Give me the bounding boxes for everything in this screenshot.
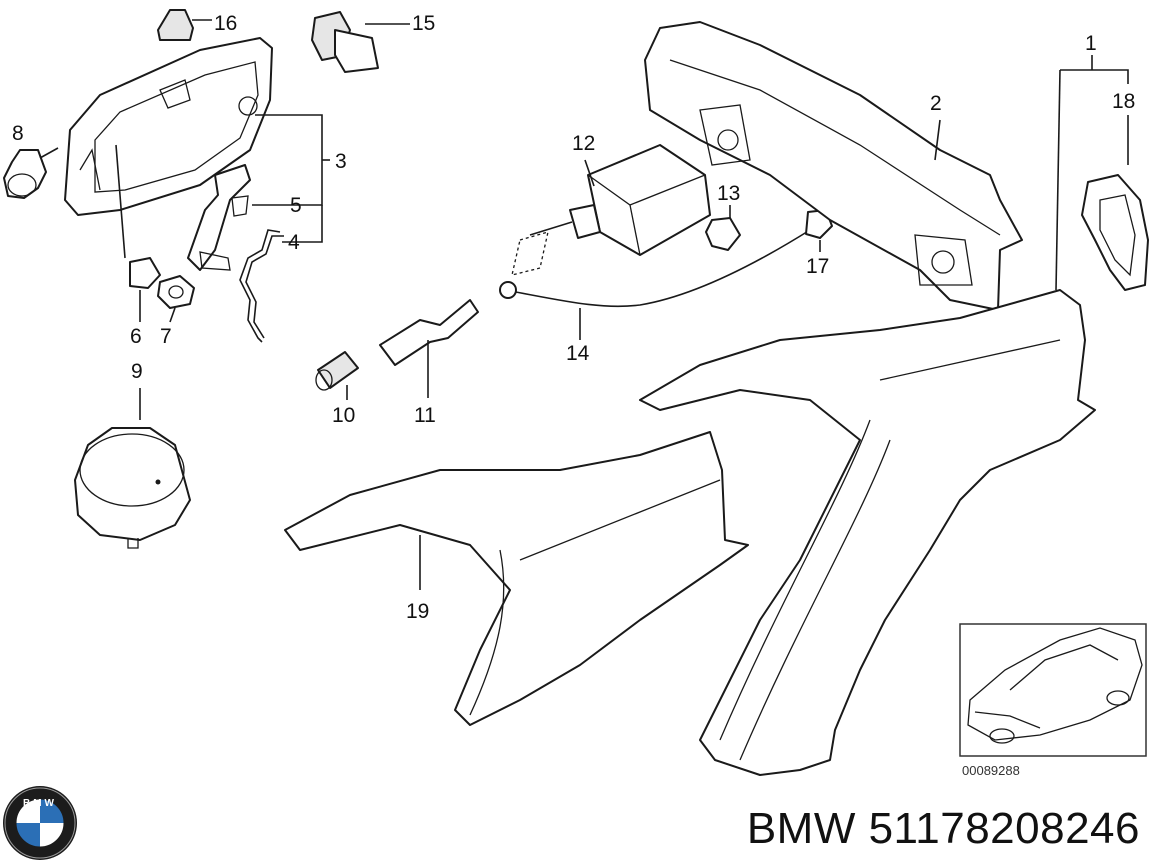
- callout-16: 16: [214, 12, 237, 35]
- part-9-rubber-cup: [74, 427, 191, 549]
- callout-labels: 1 2 3 4 5 6 7 8 9 10 11 12 13 14 15 16 1…: [12, 12, 1135, 623]
- part-6-bushing: [129, 257, 161, 289]
- fuel-flap-housing: [64, 37, 273, 216]
- callout-6: 6: [130, 325, 142, 348]
- part-1-side-panel-right: [639, 289, 1096, 776]
- callout-4: 4: [288, 231, 300, 254]
- bmw-logo-lettering: BMW: [23, 798, 57, 809]
- drawing-code: 00089288: [962, 763, 1020, 778]
- callout-5: 5: [290, 194, 302, 217]
- catalog-label: BMW 51178208246: [746, 804, 1140, 853]
- inset-car-view: [959, 623, 1147, 757]
- callout-15: 15: [412, 12, 435, 35]
- leader-lines: [39, 19, 1129, 590]
- part-19-side-panel-left: [284, 431, 749, 726]
- part-13-screw: [705, 217, 741, 251]
- part-11-actuator-pin: [379, 299, 479, 366]
- part-7-nut: [157, 275, 195, 309]
- callout-12: 12: [572, 132, 595, 155]
- callout-17: 17: [806, 255, 829, 278]
- part-18-lamp-housing: [1081, 174, 1149, 291]
- callout-3: 3: [335, 150, 347, 173]
- part-8-push-button: [3, 149, 47, 199]
- part-2-rear-panel: [644, 21, 1023, 311]
- part-12-actuator: [529, 144, 711, 256]
- callout-7: 7: [160, 325, 172, 348]
- part-15-actuator-connector: [311, 11, 379, 73]
- callout-19: 19: [406, 600, 429, 623]
- callout-18: 18: [1112, 90, 1135, 113]
- part-14-cable: [499, 229, 811, 308]
- callout-13: 13: [717, 182, 740, 205]
- part-10-pin: [315, 351, 359, 391]
- bmw-logo: BMW: [3, 786, 77, 860]
- callout-2: 2: [930, 92, 942, 115]
- callout-10: 10: [332, 404, 355, 427]
- part-4-rod: [239, 229, 284, 343]
- callout-1: 1: [1085, 32, 1097, 55]
- part-16-clip: [157, 9, 194, 41]
- callout-9: 9: [131, 360, 143, 383]
- callout-14: 14: [566, 342, 590, 365]
- part-5-hinge: [187, 164, 251, 271]
- callout-11: 11: [414, 404, 436, 427]
- callout-8: 8: [12, 122, 24, 145]
